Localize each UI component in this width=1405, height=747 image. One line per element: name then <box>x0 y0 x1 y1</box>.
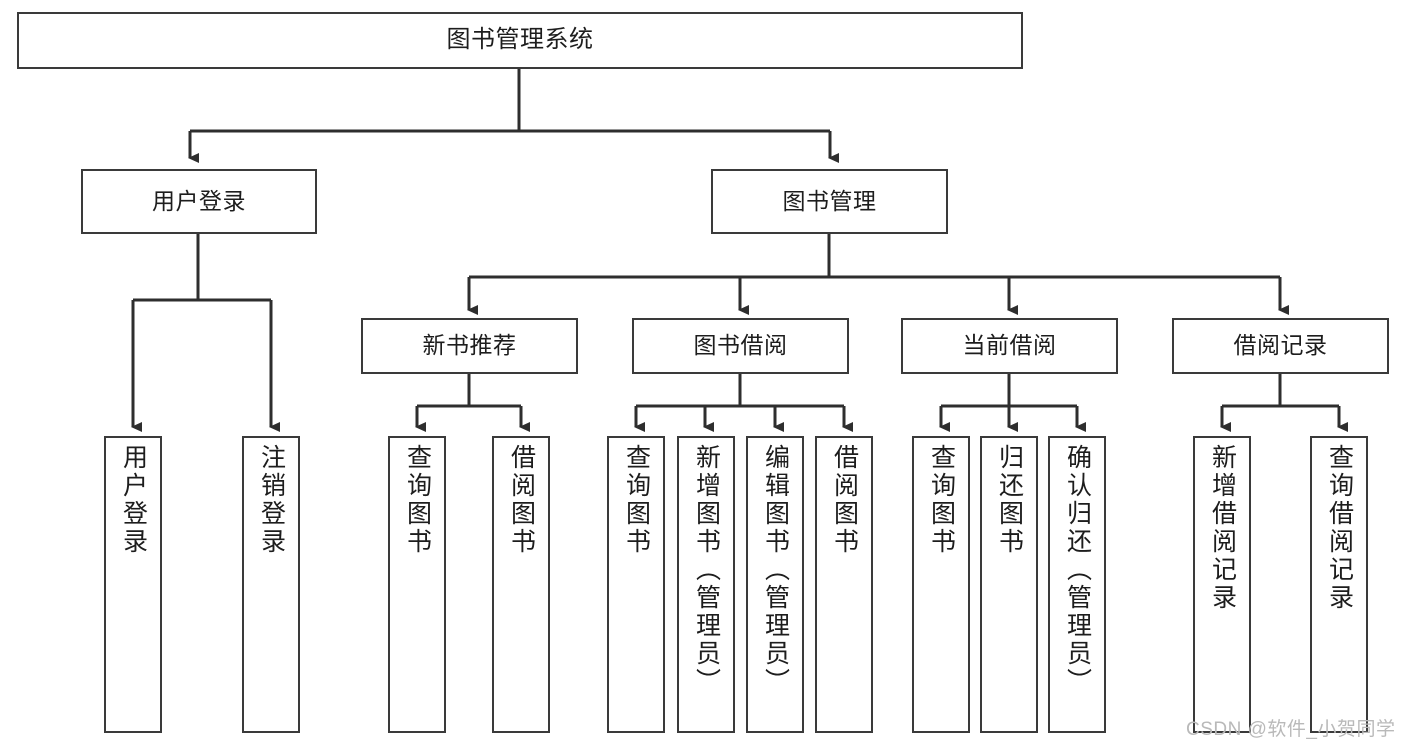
csdn-watermark: CSDN @软件_小贺同学 <box>1186 719 1396 740</box>
node-label: 编辑图书（管理员） <box>761 444 790 696</box>
node-label: 借阅记录 <box>1233 332 1328 359</box>
leaf-user-login-login[interactable]: 用户登录 <box>104 436 162 733</box>
node-label: 当前借阅 <box>962 332 1057 359</box>
leaf-recommend-query-book[interactable]: 查询图书 <box>388 436 446 733</box>
leaf-current-query-book[interactable]: 查询图书 <box>912 436 970 733</box>
leaf-borrow-query-book[interactable]: 查询图书 <box>607 436 665 733</box>
leaf-borrow-edit-book-admin[interactable]: 编辑图书（管理员） <box>746 436 804 733</box>
node-borrow-record[interactable]: 借阅记录 <box>1172 318 1389 374</box>
node-label: 新书推荐 <box>422 332 517 359</box>
node-new-book-recommend[interactable]: 新书推荐 <box>361 318 578 374</box>
node-book-management[interactable]: 图书管理 <box>711 169 948 234</box>
leaf-user-login-logout[interactable]: 注销登录 <box>242 436 300 733</box>
leaf-current-return-book[interactable]: 归还图书 <box>980 436 1038 733</box>
node-label: 归还图书 <box>995 444 1024 556</box>
node-label: 查询借阅记录 <box>1325 444 1354 612</box>
leaf-current-confirm-return-admin[interactable]: 确认归还（管理员） <box>1048 436 1106 733</box>
node-current-borrow[interactable]: 当前借阅 <box>901 318 1118 374</box>
node-label: 图书管理 <box>782 187 877 214</box>
node-user-login[interactable]: 用户登录 <box>81 169 317 234</box>
node-label: 查询图书 <box>927 444 956 556</box>
leaf-borrow-borrow-book[interactable]: 借阅图书 <box>815 436 873 733</box>
node-label: 用户登录 <box>152 187 246 214</box>
node-label: 新增借阅记录 <box>1208 444 1237 612</box>
node-label: 图书借阅 <box>693 332 788 359</box>
leaf-record-query-record[interactable]: 查询借阅记录 <box>1310 436 1368 733</box>
node-label: 借阅图书 <box>830 444 859 556</box>
node-label: 查询图书 <box>622 444 651 556</box>
node-label: 查询图书 <box>403 444 432 556</box>
node-root-book-management-system[interactable]: 图书管理系统 <box>17 12 1023 69</box>
node-book-borrow[interactable]: 图书借阅 <box>632 318 849 374</box>
leaf-recommend-borrow-book[interactable]: 借阅图书 <box>492 436 550 733</box>
node-label: 注销登录 <box>257 444 286 556</box>
node-label: 借阅图书 <box>507 444 536 556</box>
node-label: 用户登录 <box>119 444 148 556</box>
leaf-record-add-record[interactable]: 新增借阅记录 <box>1193 436 1251 733</box>
node-label: 新增图书（管理员） <box>692 444 721 696</box>
node-label: 图书管理系统 <box>446 26 594 54</box>
node-label: 确认归还（管理员） <box>1063 444 1092 696</box>
leaf-borrow-add-book-admin[interactable]: 新增图书（管理员） <box>677 436 735 733</box>
